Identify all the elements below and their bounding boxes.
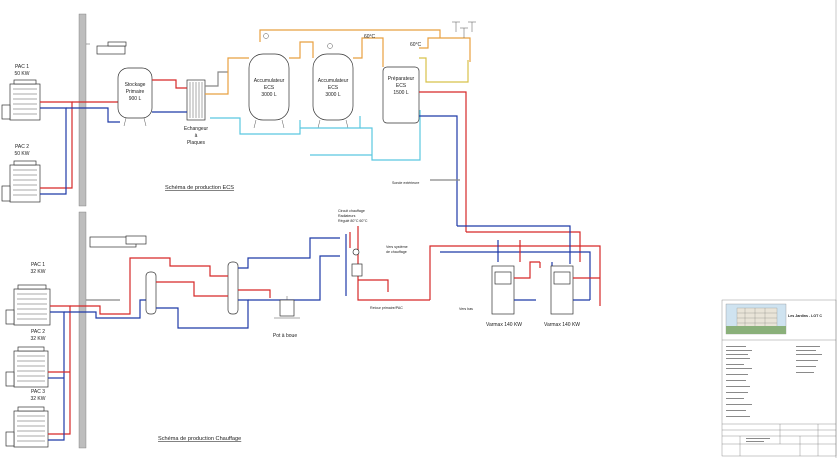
pac-2-chauffage-name: PAC 2 — [31, 329, 45, 335]
pac-1-chauffage-name: PAC 1 — [31, 262, 45, 268]
pac-3-chauffage-name: PAC 3 — [31, 389, 45, 395]
acc-2-label-3: 3000 L — [325, 92, 341, 98]
control-box-4 — [125, 235, 147, 245]
echangeur-label-1: Echangeur — [184, 126, 209, 132]
stockage-label-1: Stockage — [125, 82, 146, 88]
depart-label-1: Vers système — [386, 245, 408, 249]
temp-label-2: 60°C — [410, 42, 422, 48]
stockage-primaire-tank: Stockage Primaire 900 L — [117, 67, 153, 127]
prep-label-3: 1500 L — [393, 90, 409, 96]
ecs-section-title: Schéma de production ECS — [165, 185, 234, 191]
pac-1-chauffage: PAC 1 32 KW — [5, 262, 51, 326]
chauffage-loop-pipes — [146, 237, 340, 329]
pac-3-chauffage-power: 32 KW — [30, 396, 45, 402]
pac-chauffage-pipes — [48, 257, 146, 441]
buffer-vessel-2 — [227, 261, 239, 315]
title-block: Les Jardins - LOT C — [721, 299, 837, 457]
building-thumbnail — [725, 303, 787, 335]
pac-3-chauffage: PAC 3 32 KW — [5, 389, 49, 448]
echangeur-plaques: Echangeur à Plaques — [184, 79, 209, 146]
echangeur-label-3: Plaques — [187, 140, 206, 146]
control-box-1 — [96, 45, 126, 55]
vers-bas-label: Vers bas — [459, 307, 473, 311]
varmax-1-label: Varmax 140 KW — [486, 322, 522, 328]
pac-2-ecs-name: PAC 2 — [15, 144, 29, 150]
pac-1-ecs-power: 50 KW — [14, 71, 29, 77]
temp-label-1: 60°C — [364, 34, 376, 40]
pac-1-chauffage-power: 32 KW — [30, 269, 45, 275]
sonde-label: Sonde extérieure — [392, 181, 419, 185]
stockage-label-2: Primaire — [126, 89, 145, 95]
depart-label-2: de chauffage — [386, 250, 407, 254]
acc-2-label-1: Accumulateur — [318, 78, 349, 84]
pot-a-boue: Pot à boue — [273, 296, 300, 339]
prep-label-2: ECS — [396, 83, 407, 89]
circuit-label-3: Régulé 80°C 60°C — [338, 219, 368, 223]
preparateur-ecs-tank: Préparateur ECS 1500 L — [382, 66, 420, 124]
building-wall-bottom — [78, 211, 87, 449]
chauffage-section: PAC 1 32 KW PAC 2 32 KW PAC 3 32 KW — [5, 209, 601, 449]
buffer-vessel-1 — [145, 271, 157, 315]
accumulateur-1-tank: Accumulateur ECS 3000 L — [248, 53, 290, 129]
building-wall-top — [78, 13, 87, 207]
circuit-label-1: Circuit chauffage — [338, 209, 365, 213]
pac-1-ecs-name: PAC 1 — [15, 64, 29, 70]
control-box-2 — [107, 41, 127, 47]
acc-1-label-1: Accumulateur — [254, 78, 285, 84]
stockage-label-3: 900 L — [129, 96, 142, 102]
ecs-distribution-pipes — [205, 29, 471, 161]
acc-1-label-3: 3000 L — [261, 92, 277, 98]
project-title: Les Jardins - LOT C — [788, 314, 822, 318]
varmax-1-boiler: Varmax 140 KW — [486, 265, 522, 328]
title-block-rows — [726, 346, 822, 417]
varmax-2-boiler: Varmax 140 KW — [544, 265, 580, 328]
circuit-chauffage-pipes — [345, 225, 601, 306]
pac-2-ecs: PAC 2 50 KW — [1, 144, 41, 203]
acc-1-label-2: ECS — [264, 85, 275, 91]
pac-2-ecs-power: 50 KW — [14, 151, 29, 157]
circuit-label-2: Radiateurs — [338, 214, 356, 218]
pac-2-chauffage: PAC 2 32 KW — [5, 329, 49, 388]
acc-2-label-2: ECS — [328, 85, 339, 91]
varmax-2-label: Varmax 140 KW — [544, 322, 580, 328]
retour-label: Retour primaire/PAC — [370, 306, 403, 310]
accumulateur-2-tank: Accumulateur ECS 3000 L — [312, 53, 354, 129]
ecs-section: PAC 1 50 KW PAC 2 50 KW Stockage Primair… — [1, 13, 476, 232]
top-valves — [263, 21, 476, 49]
echangeur-label-2: à — [195, 133, 198, 139]
pac-2-chauffage-power: 32 KW — [30, 336, 45, 342]
pac-ecs-pipes — [40, 101, 120, 195]
pot-a-boue-label: Pot à boue — [273, 333, 297, 339]
chauffage-section-title: Schéma de production Chauffage — [158, 436, 241, 442]
pac-1-ecs: PAC 1 50 KW — [1, 64, 41, 121]
prep-label-1: Préparateur — [388, 76, 415, 82]
